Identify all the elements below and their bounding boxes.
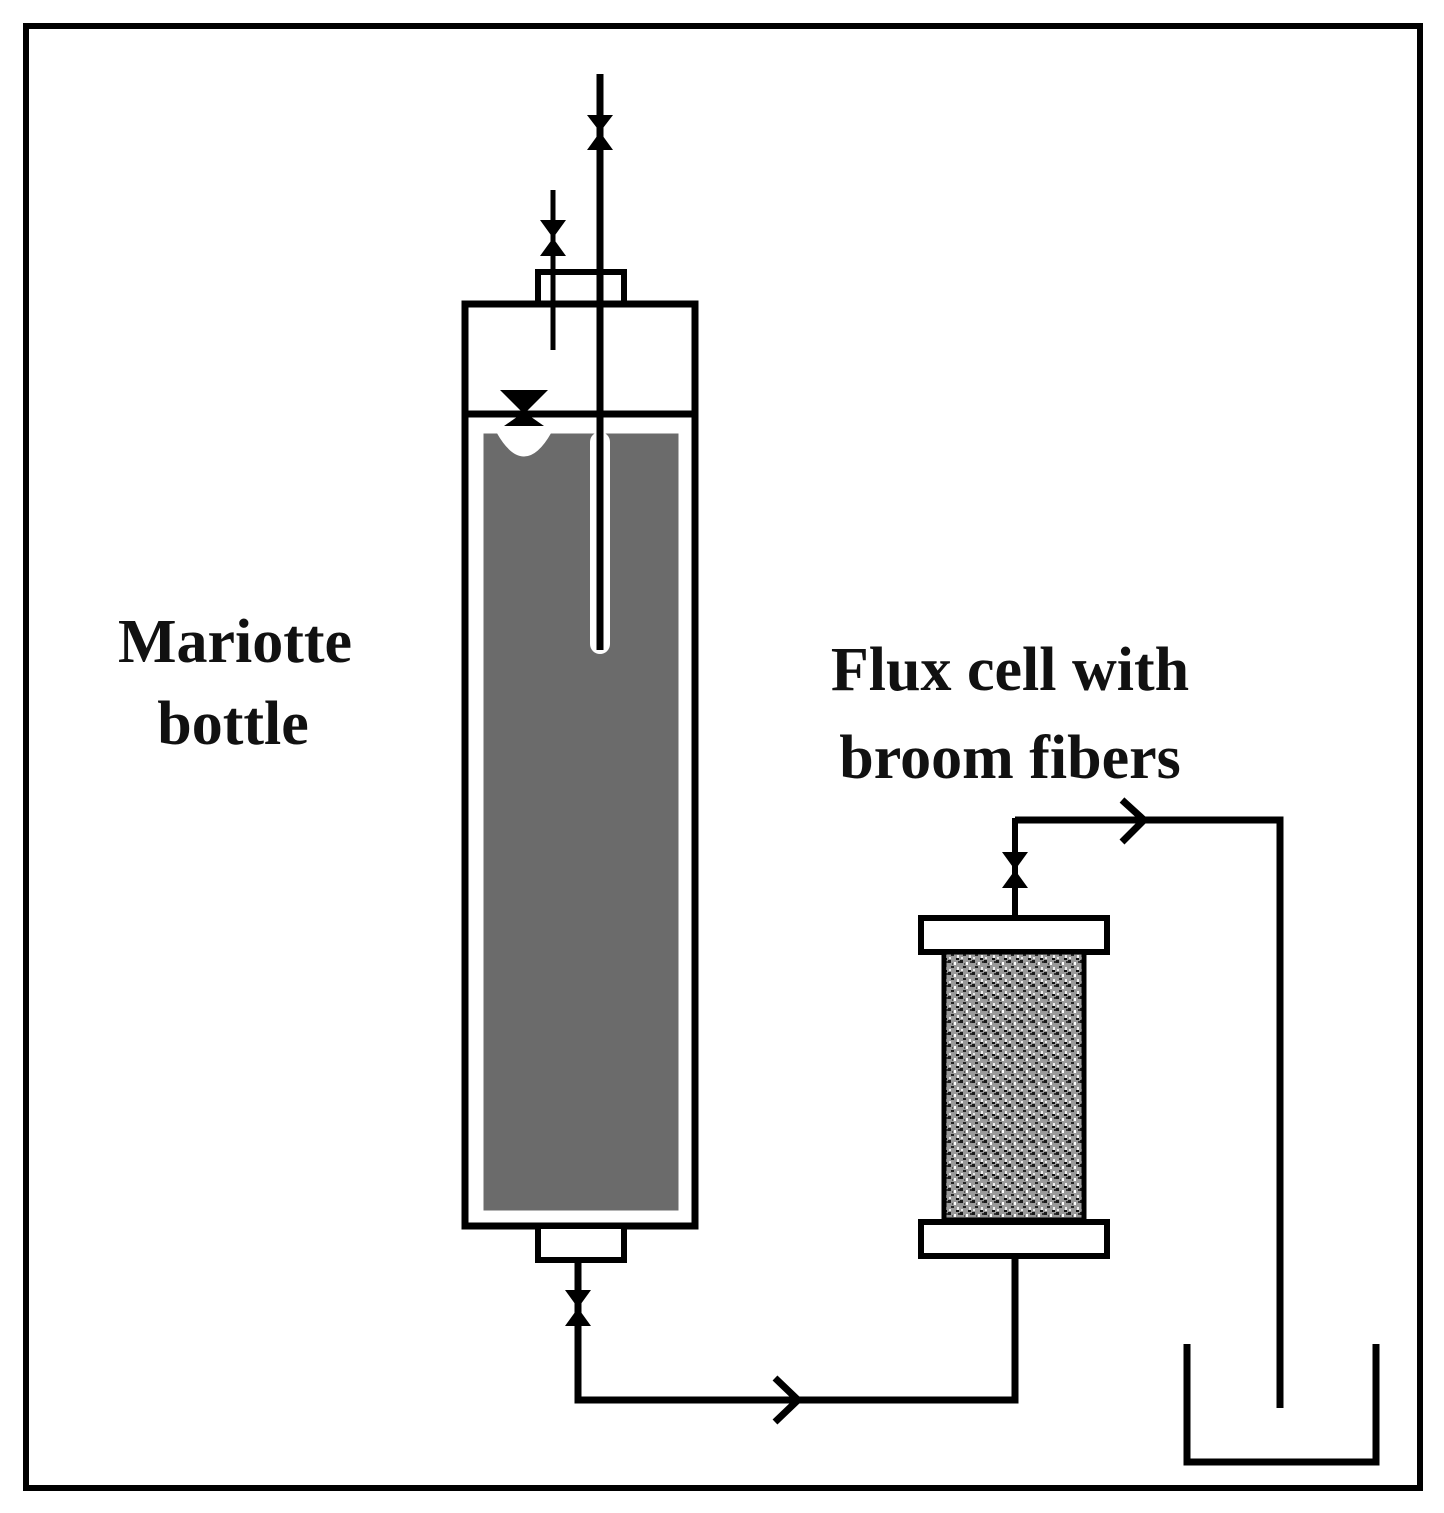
water-column bbox=[480, 430, 682, 1214]
flux-cell-bottom-plate bbox=[918, 1219, 1110, 1259]
outlet-tubing bbox=[1015, 797, 1284, 1408]
bottle-outlet bbox=[535, 1223, 627, 1263]
valve-icon[interactable] bbox=[540, 220, 566, 256]
air-bubble bbox=[496, 431, 552, 457]
flux-cell bbox=[918, 818, 1110, 1259]
label-mariotte-line1: Mariotte bbox=[118, 608, 352, 676]
inlet-tubing bbox=[565, 1256, 1019, 1425]
label-mariotte-line2: bottle bbox=[157, 690, 309, 758]
valve-icon[interactable] bbox=[587, 115, 613, 150]
label-flux-line1: Flux cell with bbox=[831, 636, 1189, 704]
label-flux-line2: broom fibers bbox=[839, 724, 1181, 792]
broom-fiber-packing bbox=[941, 949, 1087, 1223]
valve-icon[interactable] bbox=[1002, 852, 1028, 888]
flux-cell-top-plate bbox=[918, 915, 1110, 955]
float-marker-icon bbox=[500, 390, 548, 426]
valve-icon[interactable] bbox=[565, 1290, 591, 1326]
outer-frame bbox=[23, 23, 1423, 1491]
flow-arrow-icon bbox=[1119, 797, 1150, 845]
collection-beaker bbox=[1183, 1344, 1380, 1466]
mariotte-bottle bbox=[461, 74, 699, 1263]
flow-arrow-icon bbox=[772, 1375, 804, 1425]
